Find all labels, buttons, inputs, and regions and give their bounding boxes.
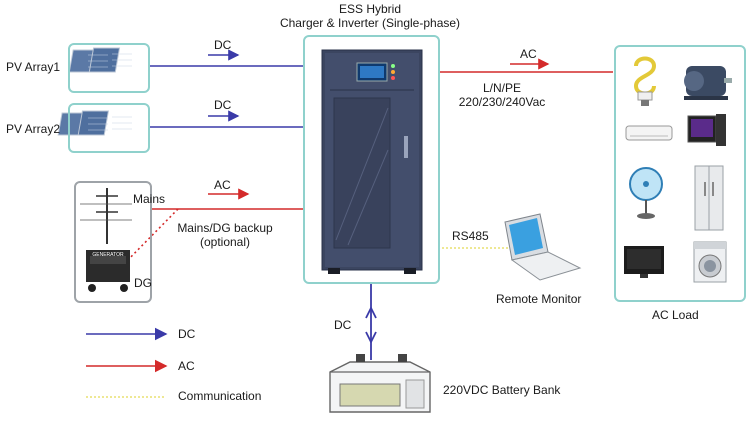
utility-pole-icon: [80, 188, 132, 244]
grid-generator-box: [74, 181, 152, 303]
pv-array1-box: [68, 43, 150, 93]
television-icon: [624, 246, 664, 278]
electric-fan-icon: [629, 167, 663, 219]
legend-comm-label: Communication: [178, 389, 262, 403]
battery-bank-icon: [329, 354, 431, 413]
computer-icon: [687, 114, 726, 146]
cfl-bulb-icon: [633, 56, 657, 106]
inverter-cabinet: [321, 49, 423, 274]
inverter-title: ESS Hybrid Charger & Inverter (Single-ph…: [262, 2, 478, 30]
dg-backup-dotted-line: [121, 208, 179, 267]
remote-monitor-label: Remote Monitor: [496, 292, 582, 306]
generator-icon: [86, 250, 130, 292]
pv-array2-label: PV Array2: [6, 122, 61, 136]
solar-panel-icon: [68, 47, 132, 73]
backup-label-line2: (optional): [199, 235, 251, 249]
dg-label: DG: [134, 276, 152, 290]
legend-dc-label: DC: [178, 327, 196, 341]
battery-bank-label: 220VDC Battery Bank: [443, 383, 561, 397]
refrigerator-icon: [694, 165, 724, 231]
battery-dc-label: DC: [334, 318, 352, 332]
mains-label: Mains: [133, 192, 166, 206]
inverter-box: [303, 35, 440, 284]
laptop-icon: [504, 213, 582, 281]
washing-machine-icon: [693, 241, 727, 283]
inverter-title-line1: ESS Hybrid: [338, 2, 402, 16]
battery-dc-double-arrow: [365, 305, 377, 345]
backup-label: Mains/DG backup (optional): [170, 221, 280, 249]
rs485-label: RS485: [452, 229, 489, 243]
pv-array2-box: [68, 103, 150, 153]
backup-label-line1: Mains/DG backup: [177, 221, 273, 235]
generator-plate: GENERATOR: [92, 252, 124, 258]
solar-panel-icon: [57, 110, 132, 136]
load-spec-line2: 220/230/240Vac: [458, 95, 546, 109]
legend-ac-label: AC: [178, 359, 195, 373]
pv2-dc-label: DC: [214, 98, 232, 112]
ac-load-box: [614, 45, 746, 302]
pv-array1-label: PV Array1: [6, 60, 61, 74]
ac-load-label: AC Load: [652, 308, 699, 322]
inverter-title-line2: Charger & Inverter (Single-phase): [279, 16, 461, 30]
air-conditioner-icon: [625, 125, 673, 141]
pv1-dc-label: DC: [214, 38, 232, 52]
load-ac-label: AC: [520, 47, 537, 61]
load-spec-line1: L/N/PE: [482, 81, 521, 95]
electric-motor-icon: [684, 66, 732, 100]
mains-ac-label: AC: [214, 178, 231, 192]
load-spec-label: L/N/PE 220/230/240Vac: [442, 81, 562, 109]
